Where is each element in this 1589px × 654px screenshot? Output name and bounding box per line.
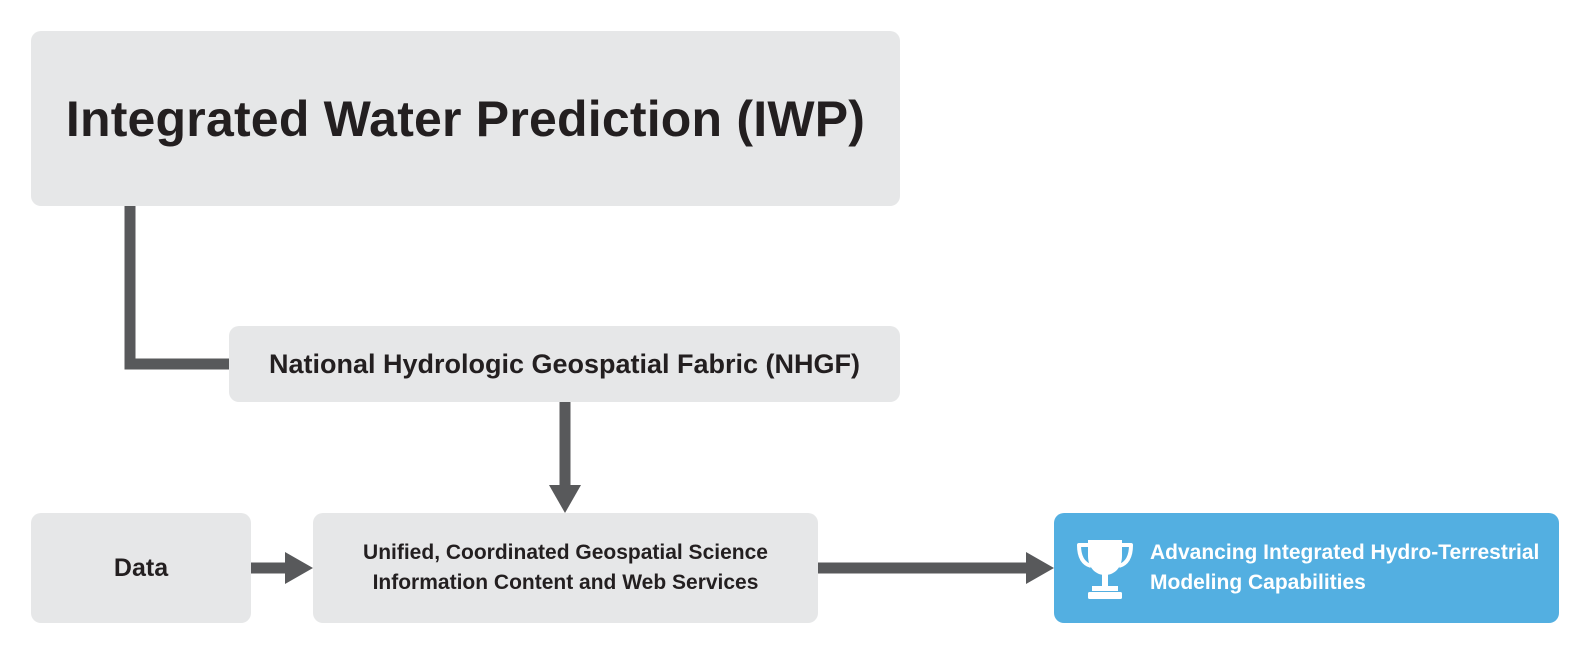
nhgf-box: National Hydrologic Geospatial Fabric (N… xyxy=(229,326,900,402)
arrowhead-data-to-unified xyxy=(285,552,313,584)
arrowhead-nhgf-to-unified xyxy=(549,485,581,513)
arrowhead-unified-to-advancing xyxy=(1026,552,1054,584)
trophy-icon xyxy=(1077,540,1133,599)
unified-line-1: Unified, Coordinated Geospatial Science xyxy=(363,541,768,564)
data-label: Data xyxy=(113,553,169,582)
advancing-line-2: Modeling Capabilities xyxy=(1150,571,1366,594)
advancing-text: Advancing Integrated Hydro-Terrestrial M… xyxy=(1150,538,1539,598)
advancing-line-1: Advancing Integrated Hydro-Terrestrial xyxy=(1150,541,1540,564)
nhgf-label: National Hydrologic Geospatial Fabric (N… xyxy=(268,348,861,379)
data-box: Data xyxy=(31,513,251,623)
connector-iwp-to-nhgf xyxy=(124,206,229,370)
unified-box: Unified, Coordinated Geospatial Science … xyxy=(313,513,818,623)
iwp-label: Integrated Water Prediction (IWP) xyxy=(65,90,866,147)
advancing-box: Advancing Integrated Hydro-Terrestrial M… xyxy=(1054,513,1559,623)
unified-line-2: Information Content and Web Services xyxy=(372,571,759,594)
iwp-box: Integrated Water Prediction (IWP) xyxy=(31,31,900,206)
